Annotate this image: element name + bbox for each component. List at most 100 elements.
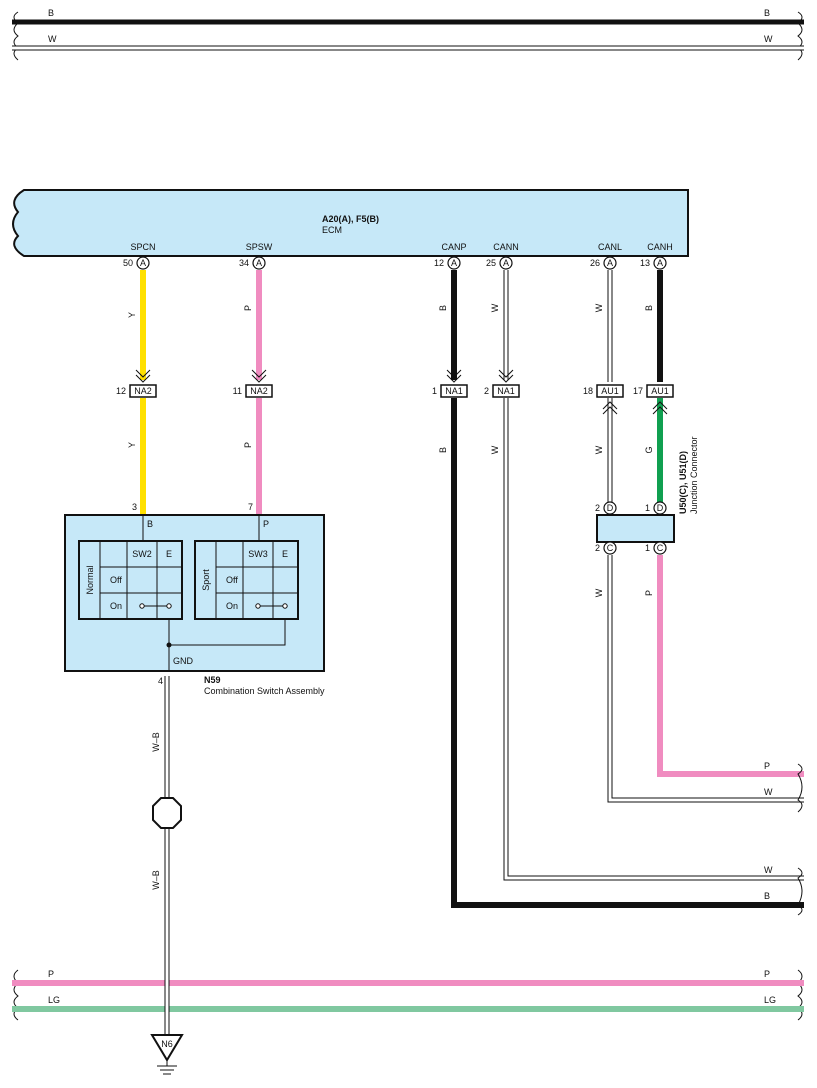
right-exits: P W W B [764, 761, 803, 916]
sport-contact-dot [282, 603, 288, 609]
chevron-down-icon [498, 369, 514, 383]
junction-connector: D 2 D 1 C 2 C 1 U50(C), U51(D) Junction … [595, 436, 699, 555]
label-b-left: B [48, 8, 54, 18]
junction-box [596, 514, 675, 543]
pin-circle-spsw [252, 256, 266, 270]
normal-mode-label: Normal [85, 565, 95, 594]
wire-label-canl-top: W [594, 303, 604, 312]
inline-box-na2-11 [245, 384, 273, 398]
inline-box-na1-1 [440, 384, 468, 398]
wire-canh-lower [657, 555, 804, 777]
wire-label-canp-top: B [438, 305, 448, 311]
normal-on-label: On [110, 601, 122, 611]
pin-num-canp: 12 [434, 258, 444, 268]
exit-label-b: B [764, 891, 770, 901]
top-bus: B B W W [12, 8, 804, 61]
inline-num-na2-11: 11 [233, 386, 242, 396]
break-mark-right [797, 969, 803, 1021]
label-p-right: P [764, 969, 770, 979]
pin-num-canh: 13 [640, 258, 650, 268]
wire-label-canh-top: B [644, 305, 654, 311]
inline-name-na2-11: NA2 [250, 386, 268, 396]
junction-pin-bl-num: 2 [595, 543, 600, 553]
normal-switch-table: Normal SW2 E Off On [78, 540, 183, 620]
junction-pin-bl-conn: C [607, 543, 614, 553]
ecm-box: A20(A), F5(B) ECM SPCN SPSW CANP CANN CA… [12, 189, 689, 257]
pin-label-canp: CANP [441, 242, 466, 252]
ecm-outline [12, 189, 689, 257]
wire-label-canl-bot: W [594, 588, 604, 597]
junction-pin-tr-conn: D [657, 503, 664, 513]
wire-label-canh-bot: P [644, 590, 654, 596]
normal-contact-dot [166, 603, 172, 609]
junction-pin-br [653, 541, 667, 555]
junction-pin-tl-num: 2 [595, 503, 600, 513]
inline-num-au1-18: 18 [583, 386, 593, 396]
wire-label-canh-mid: G [644, 446, 654, 453]
pin-conn-spsw: A [256, 258, 262, 268]
wire-cann-lower [504, 398, 804, 880]
normal-contact-dot [139, 603, 145, 609]
pin-num-canl: 26 [590, 258, 600, 268]
wire-label-spsw-top: P [243, 305, 253, 311]
label-p-left: P [48, 969, 54, 979]
pin-conn-canl: A [607, 258, 613, 268]
wire-label-spcn-bot: Y [127, 442, 137, 448]
exit-label-w2: W [764, 865, 773, 875]
switch-name: Combination Switch Assembly [204, 686, 325, 696]
pin-circle-spcn [136, 256, 150, 270]
chevron-down-icon [446, 369, 462, 383]
sport-switch-table: Sport SW3 E Off On [194, 540, 299, 620]
wire-label-canp-bot: B [438, 447, 448, 453]
switch-gnd-label: GND [173, 656, 194, 666]
sport-on-label: On [226, 601, 238, 611]
sport-off-label: Off [226, 575, 238, 585]
chevron-down-icon [251, 369, 267, 383]
pin-conn-canp: A [451, 258, 457, 268]
ecm-connectors: A20(A), F5(B) [322, 214, 379, 224]
pin-label-spsw: SPSW [246, 242, 273, 252]
break-mark-right-lower [797, 867, 803, 916]
sport-contact-dot [255, 603, 261, 609]
junction-pin-bl [603, 541, 617, 555]
inline-num-au1-17: 17 [633, 386, 643, 396]
pin-conn-canh: A [657, 258, 663, 268]
sport-e-label: E [282, 549, 288, 559]
junction-name: Junction Connector [689, 436, 699, 514]
wire-label-spsw-bot: P [243, 442, 253, 448]
junction-pin-tl-conn: D [607, 503, 614, 513]
normal-sw-label: SW2 [132, 549, 152, 559]
switch-pin-3: 3 [132, 502, 137, 512]
inline-box-au1-17 [646, 384, 674, 398]
inline-name-na1-1: NA1 [445, 386, 463, 396]
ground-symbol: N6 [150, 1034, 184, 1075]
bottom-bus: P P LG LG [12, 969, 804, 1021]
pin-label-cann: CANN [493, 242, 519, 252]
inline-num-na2-12: 12 [116, 386, 126, 396]
ecm-pins: A 50 A 34 A 12 A 25 A 26 A 13 [123, 256, 667, 270]
wire-canl-lower [608, 555, 804, 802]
inline-box-na2-12 [129, 384, 157, 398]
wire-label-gnd-bot: W–B [151, 870, 161, 890]
ecm-name: ECM [322, 225, 342, 235]
chevron-up-icon [652, 401, 668, 415]
junction-id: U50(C), U51(D) [678, 451, 688, 514]
wire-label-cann-top: W [490, 303, 500, 312]
exit-label-p: P [764, 761, 770, 771]
ground-id: N6 [161, 1039, 173, 1049]
pin-circle-canh [653, 256, 667, 270]
gnd-link-sport [169, 619, 286, 646]
wire-label-canl-mid: W [594, 445, 604, 454]
break-mark-right [797, 11, 803, 61]
wire-canp-lower [451, 398, 804, 908]
switch-pin3-color: B [147, 519, 153, 529]
inline-name-na2-12: NA2 [134, 386, 152, 396]
exit-label-w1: W [764, 787, 773, 797]
pin-num-spcn: 50 [123, 258, 133, 268]
switch-pin7-color: P [263, 519, 269, 529]
inline-box-au1-18 [596, 384, 624, 398]
inline-num-na1-1: 1 [432, 386, 437, 396]
wire-label-cann-bot: W [490, 445, 500, 454]
sport-mode-label: Sport [201, 569, 211, 591]
